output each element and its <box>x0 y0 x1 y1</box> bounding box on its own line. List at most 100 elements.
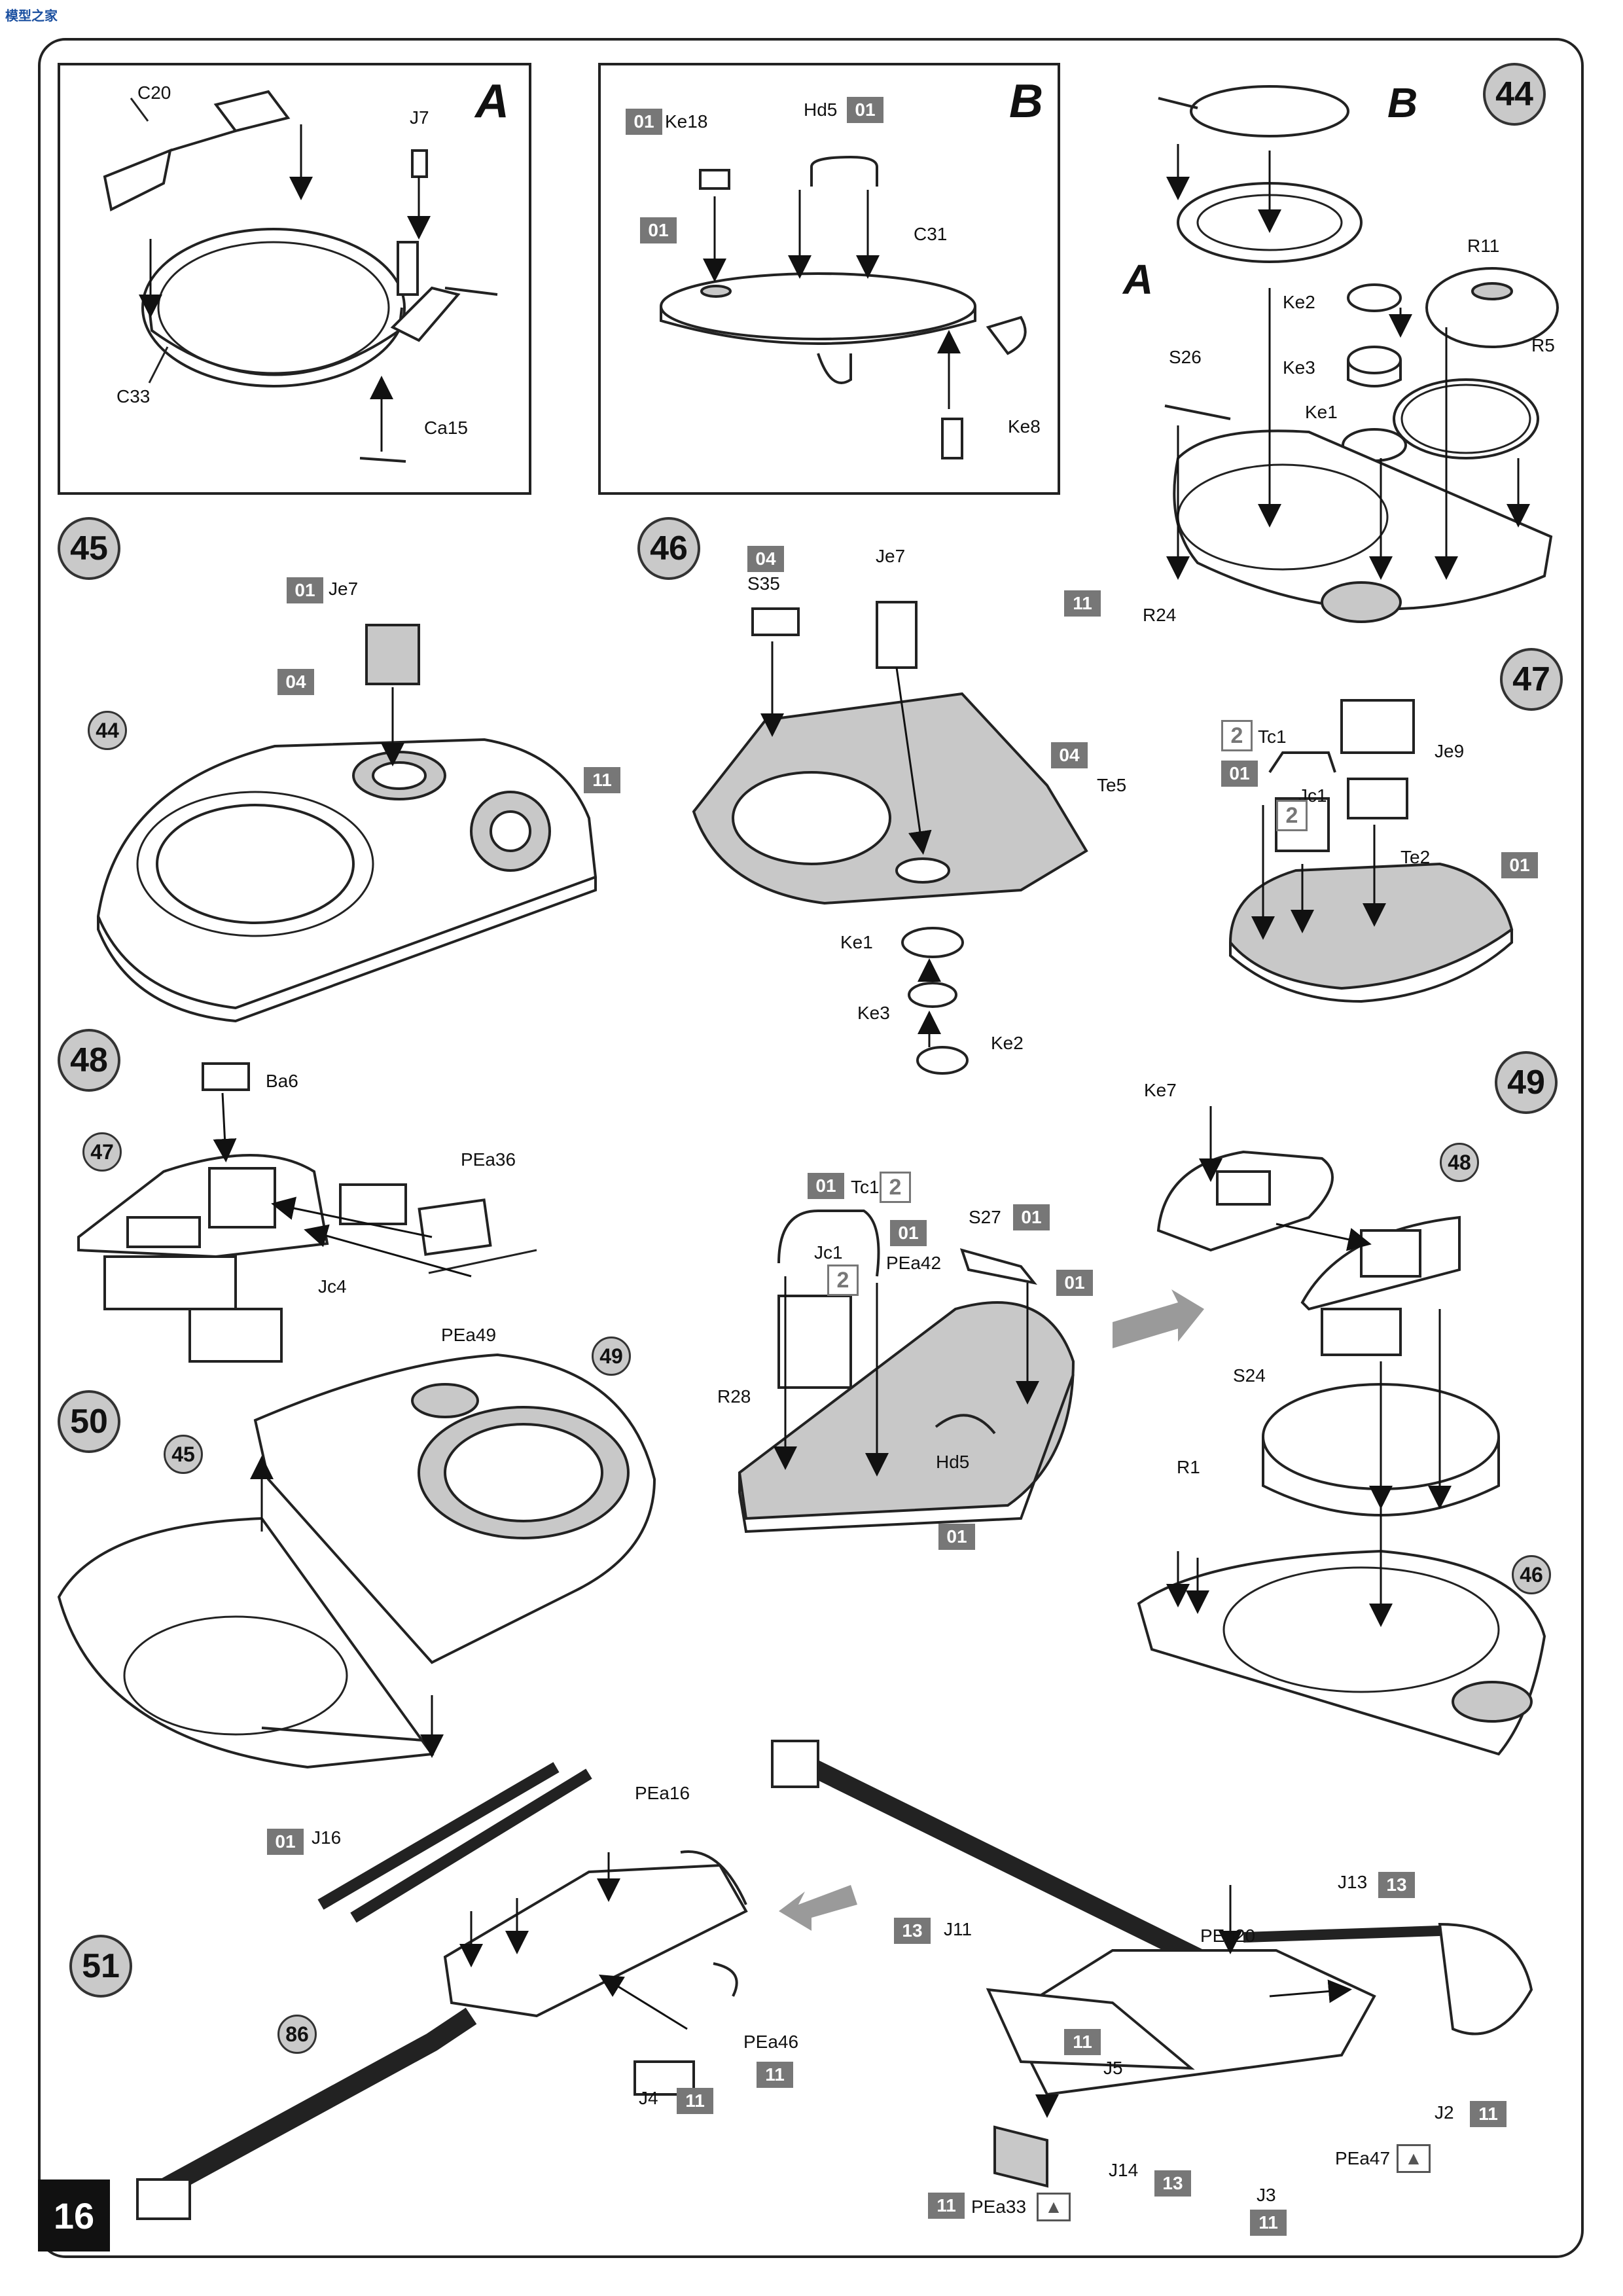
step-44-drawing <box>1158 85 1559 623</box>
part-label-j16: J16 <box>312 1827 342 1848</box>
site-logo: 模型之家 <box>5 9 58 24</box>
step-47-drawing <box>1228 699 1514 1003</box>
step-46-drawing <box>692 601 1088 1075</box>
part-label-ke2: Ke2 <box>991 1033 1024 1053</box>
sprue-tag: 01 <box>626 109 662 135</box>
part-label-jc4: Jc4 <box>318 1276 347 1297</box>
part-label-ca15: Ca15 <box>424 418 468 438</box>
step-number-badge: 49 <box>1495 1051 1558 1114</box>
part-label-r28: R28 <box>717 1386 751 1407</box>
sprue-tag: 01 <box>1056 1270 1093 1296</box>
part-label-s27: S27 <box>969 1207 1001 1227</box>
step-45-drawing <box>96 624 597 1023</box>
step-ref-badge: 49 <box>592 1336 631 1376</box>
sprue-tag: 01 <box>1221 761 1258 787</box>
part-label-ke1: Ke1 <box>840 932 873 952</box>
part-label-j14: J14 <box>1109 2160 1139 2180</box>
sprue-tag-outline: 2 <box>827 1265 859 1296</box>
part-label-jc1: Jc1 <box>814 1242 843 1263</box>
part-label-hd5: Hd5 <box>804 99 838 120</box>
part-label-pea20: PEa20 <box>1200 1926 1256 1946</box>
sprue-tag: 13 <box>1378 1872 1415 1898</box>
step-48-drawing <box>77 1062 537 1363</box>
inset-ref-b: B <box>1387 79 1418 126</box>
part-label-ke2: Ke2 <box>1283 292 1315 312</box>
step-ref-badge: 44 <box>88 711 127 750</box>
part-label-te5: Te5 <box>1097 775 1127 795</box>
part-label-c20: C20 <box>137 82 171 103</box>
sprue-tag-outline: 2 <box>880 1172 911 1203</box>
sprue-tag: 01 <box>847 97 883 123</box>
step-number-badge: 46 <box>637 517 700 580</box>
sprue-tag: 11 <box>1250 2210 1287 2236</box>
part-label-pea33: PEa33 <box>971 2197 1027 2217</box>
sprue-tag-outline: 2 <box>1276 800 1308 831</box>
sprue-tag: 01 <box>938 1524 975 1550</box>
step-number-badge: 45 <box>58 517 120 580</box>
sprue-tag: 11 <box>928 2193 965 2219</box>
sprue-tag: 01 <box>1013 1204 1050 1230</box>
step-51-drawing <box>136 1740 1533 2220</box>
part-label-ke3: Ke3 <box>1283 357 1315 378</box>
part-label-s24: S24 <box>1233 1365 1266 1386</box>
sprue-tag: 01 <box>640 217 677 243</box>
part-label-j11: J11 <box>944 1919 972 1939</box>
part-label-je7: Je7 <box>876 546 906 566</box>
part-label-pea49: PEa49 <box>441 1325 497 1345</box>
part-label-ke18: Ke18 <box>665 111 708 132</box>
sprue-tag: 01 <box>808 1173 844 1199</box>
sprue-tag: 04 <box>747 546 784 572</box>
part-label-s26: S26 <box>1169 347 1202 367</box>
sprue-tag: 01 <box>287 577 323 603</box>
inset-b-hatch <box>660 155 1027 459</box>
sprue-tag: 13 <box>894 1918 931 1944</box>
photo-etch-icon: ▲ <box>1037 2193 1071 2221</box>
part-label-j13: J13 <box>1338 1872 1368 1892</box>
inset-b-letter: B <box>1009 75 1043 128</box>
sprue-tag: 01 <box>1501 852 1538 878</box>
part-label-s35: S35 <box>747 573 780 594</box>
inset-a-letter: A <box>475 75 509 128</box>
page-number: 16 <box>38 2179 110 2251</box>
step-ref-badge: 47 <box>82 1132 122 1172</box>
sprue-tag: 04 <box>277 669 314 695</box>
part-label-tc1: Tc1 <box>1258 726 1287 747</box>
part-label-pea42: PEa42 <box>886 1253 942 1273</box>
step-49-drawing <box>738 1106 1546 1756</box>
inset-a-cupola-ring <box>103 90 498 463</box>
sprue-tag: 11 <box>1064 2029 1101 2055</box>
step-number-badge: 51 <box>69 1935 132 1998</box>
sprue-tag: 11 <box>1470 2101 1507 2127</box>
sprue-tag: 11 <box>1064 590 1101 617</box>
part-label-ke3: Ke3 <box>857 1003 890 1023</box>
step-ref-badge: 86 <box>277 2015 317 2054</box>
part-label-pea47: PEa47 <box>1335 2148 1391 2168</box>
sprue-tag: 01 <box>267 1829 304 1855</box>
part-label-ba6: Ba6 <box>266 1071 298 1091</box>
part-label-c33: C33 <box>116 386 151 406</box>
step-ref-badge: 45 <box>164 1435 203 1474</box>
part-label-j3: J3 <box>1257 2185 1276 2205</box>
sprue-tag: 01 <box>890 1220 927 1246</box>
sprue-tag: 11 <box>757 2062 793 2088</box>
part-label-r24: R24 <box>1143 605 1177 625</box>
step-number-badge: 44 <box>1483 63 1546 126</box>
sprue-tag-outline: 2 <box>1221 720 1253 751</box>
sprue-tag: 11 <box>677 2088 713 2114</box>
part-label-j7: J7 <box>410 107 429 128</box>
part-label-ke7: Ke7 <box>1144 1080 1177 1100</box>
part-label-c31: C31 <box>914 224 948 244</box>
photo-etch-icon: ▲ <box>1397 2144 1431 2173</box>
part-label-ke1: Ke1 <box>1305 402 1338 422</box>
part-label-r5: R5 <box>1531 335 1555 355</box>
part-label-je9: Je9 <box>1435 741 1465 761</box>
part-label-te2: Te2 <box>1400 847 1431 867</box>
step-number-badge: 50 <box>58 1390 120 1453</box>
part-label-r11: R11 <box>1467 236 1500 256</box>
part-label-tc1: Tc1 <box>851 1177 880 1197</box>
part-label-pea16: PEa16 <box>635 1783 690 1803</box>
part-label-j5: J5 <box>1103 2058 1123 2078</box>
part-label-hd5: Hd5 <box>936 1452 970 1472</box>
part-label-pea46: PEa46 <box>743 2032 799 2052</box>
